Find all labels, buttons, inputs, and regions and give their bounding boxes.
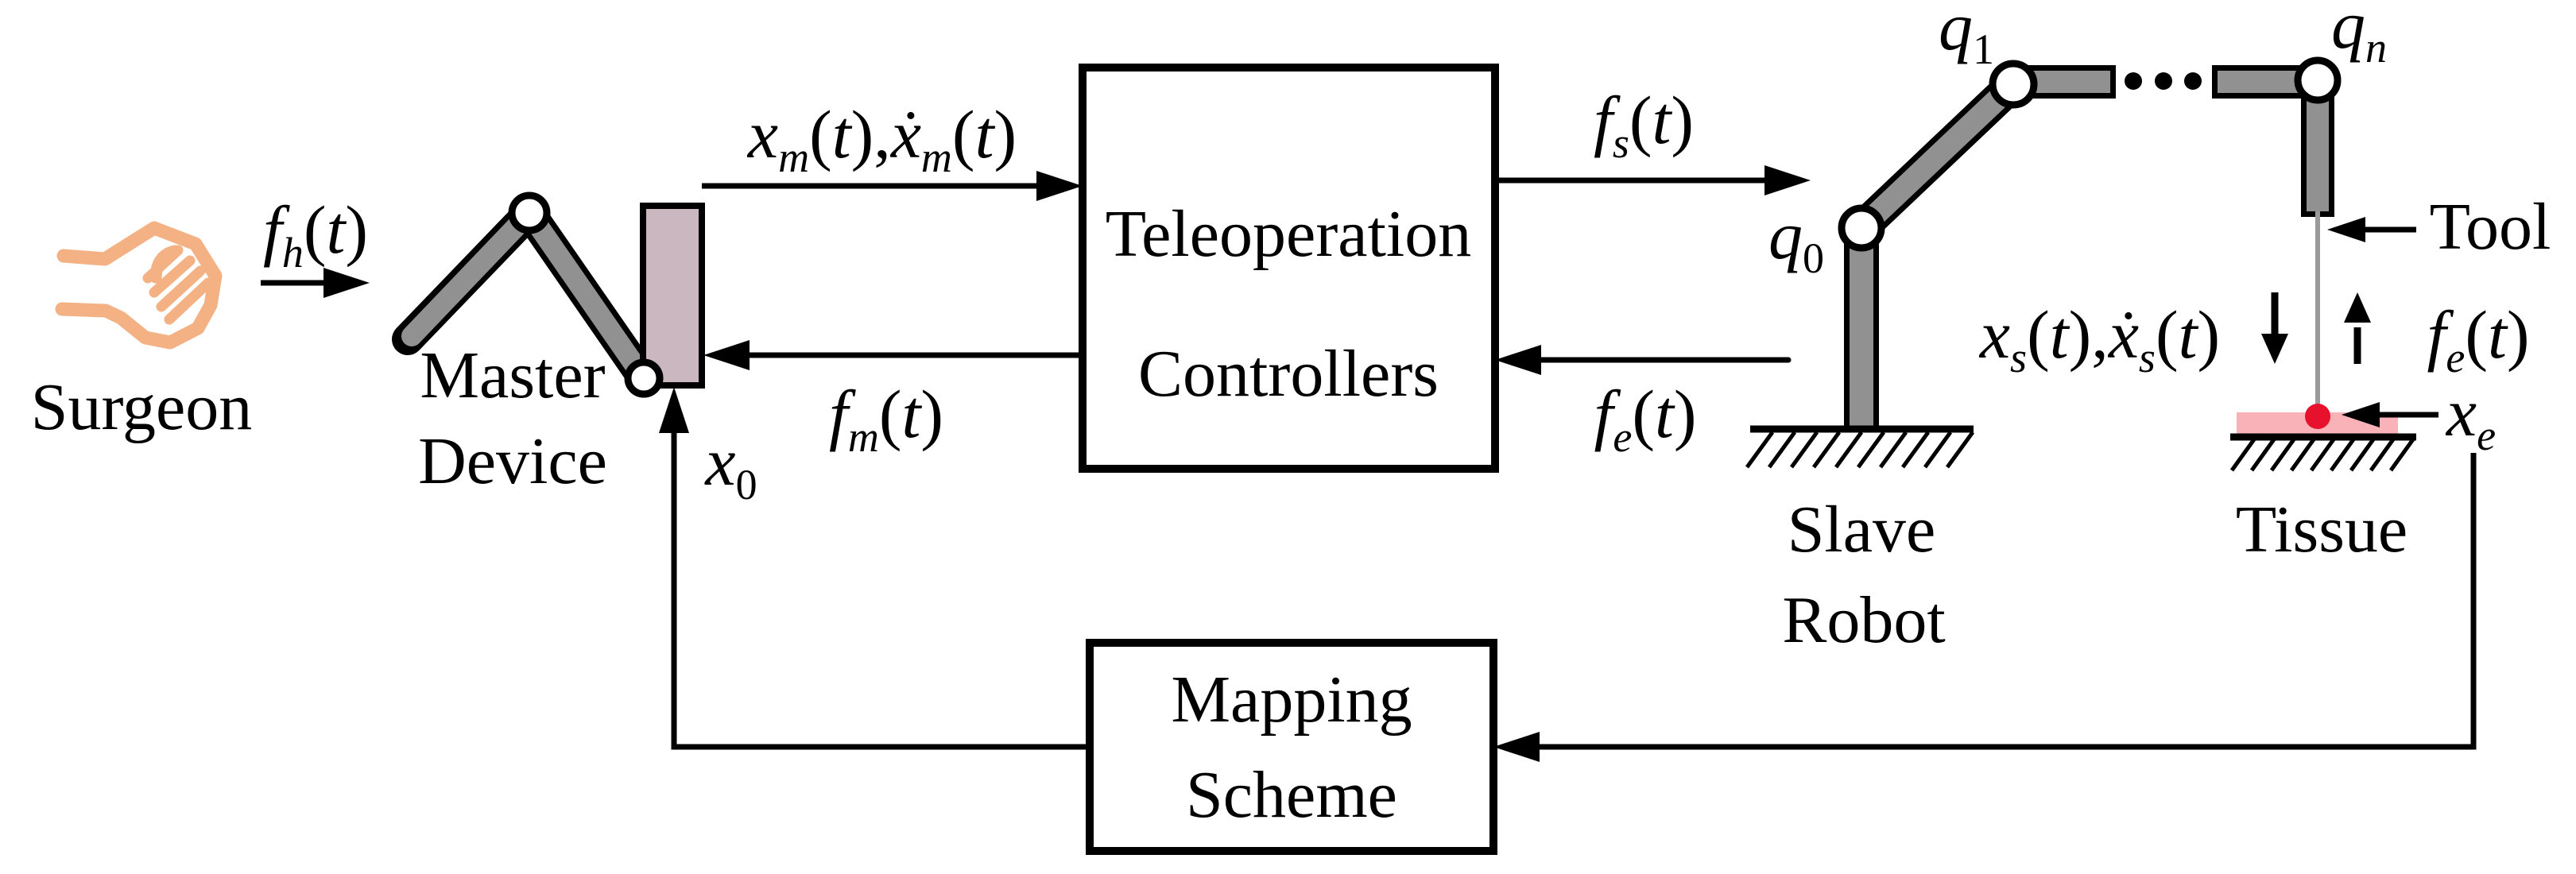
chain-dot-2 — [2155, 72, 2172, 90]
x0-arrow — [659, 387, 1090, 750]
xe-pointer-arrow — [2342, 402, 2438, 427]
xe-label: xe — [2445, 374, 2496, 459]
fm-label: fm(t) — [829, 376, 943, 461]
master-link-2 — [519, 203, 654, 389]
xe-feedback-line — [1493, 453, 2477, 762]
master-label-line1: Master — [420, 338, 605, 412]
teleop-box-line2: Controllers — [1138, 337, 1439, 411]
fs-arrow — [1495, 165, 1811, 195]
hand-fingers — [142, 245, 214, 325]
slave-link-q0-q1 — [1854, 75, 2021, 237]
fm-arrow — [703, 340, 1083, 370]
q0-label: q0 — [1768, 197, 1824, 282]
joint-q1 — [1989, 60, 2038, 109]
fh-arrow — [261, 268, 370, 298]
slave-label-line2: Robot — [1782, 583, 1945, 657]
x0-label: x0 — [703, 423, 757, 509]
joint-q0 — [1838, 204, 1885, 252]
fe-feedback-arrow — [1495, 345, 1792, 375]
master-device — [392, 191, 705, 398]
xm-arrow — [702, 171, 1083, 201]
xs-label: xs(t),ẋs(t) — [1978, 296, 2220, 381]
fe-env-label: fe(t) — [2427, 296, 2529, 381]
fe-feedback-label: fe(t) — [1594, 376, 1696, 461]
slave-robot — [1745, 56, 2342, 469]
teleoperation-controllers-box — [1079, 64, 1499, 473]
master-joint-bottom — [624, 358, 664, 398]
qn-label: qn — [2331, 0, 2387, 72]
chain-dot-3 — [2184, 72, 2202, 90]
fs-label: fs(t) — [1594, 82, 1694, 167]
q1-label: q1 — [1939, 0, 1994, 73]
mapping-box-line2: Scheme — [1186, 758, 1397, 832]
tissue-label: Tissue — [2236, 493, 2407, 567]
master-handle — [640, 203, 705, 389]
master-link-1 — [401, 203, 540, 346]
mapping-scheme-box — [1086, 639, 1497, 855]
tool-label: Tool — [2430, 190, 2551, 264]
xm-label: xm(t),ẋm(t) — [746, 96, 1017, 181]
contact-point — [2305, 404, 2330, 429]
fh-label: fh(t) — [263, 191, 368, 277]
xs-down-arrow — [2261, 292, 2288, 364]
chain-dot-1 — [2125, 72, 2142, 90]
mapping-box-line1: Mapping — [1171, 663, 1412, 737]
slave-ground-hatch — [1745, 431, 1975, 469]
fe-up-arrow — [2344, 292, 2371, 364]
hand-outline — [55, 221, 223, 350]
tool-pointer-arrow — [2327, 217, 2416, 242]
surgeon-label: Surgeon — [31, 370, 252, 444]
master-label-line2: Device — [418, 424, 607, 498]
surgeon-hand-icon — [55, 221, 223, 350]
joint-qn — [2294, 56, 2342, 104]
teleop-box-line1: Teleoperation — [1106, 197, 1472, 271]
tissue-ground-hatch — [2229, 438, 2415, 472]
slave-label-line1: Slave — [1788, 493, 1936, 567]
master-joint-top — [508, 191, 551, 234]
